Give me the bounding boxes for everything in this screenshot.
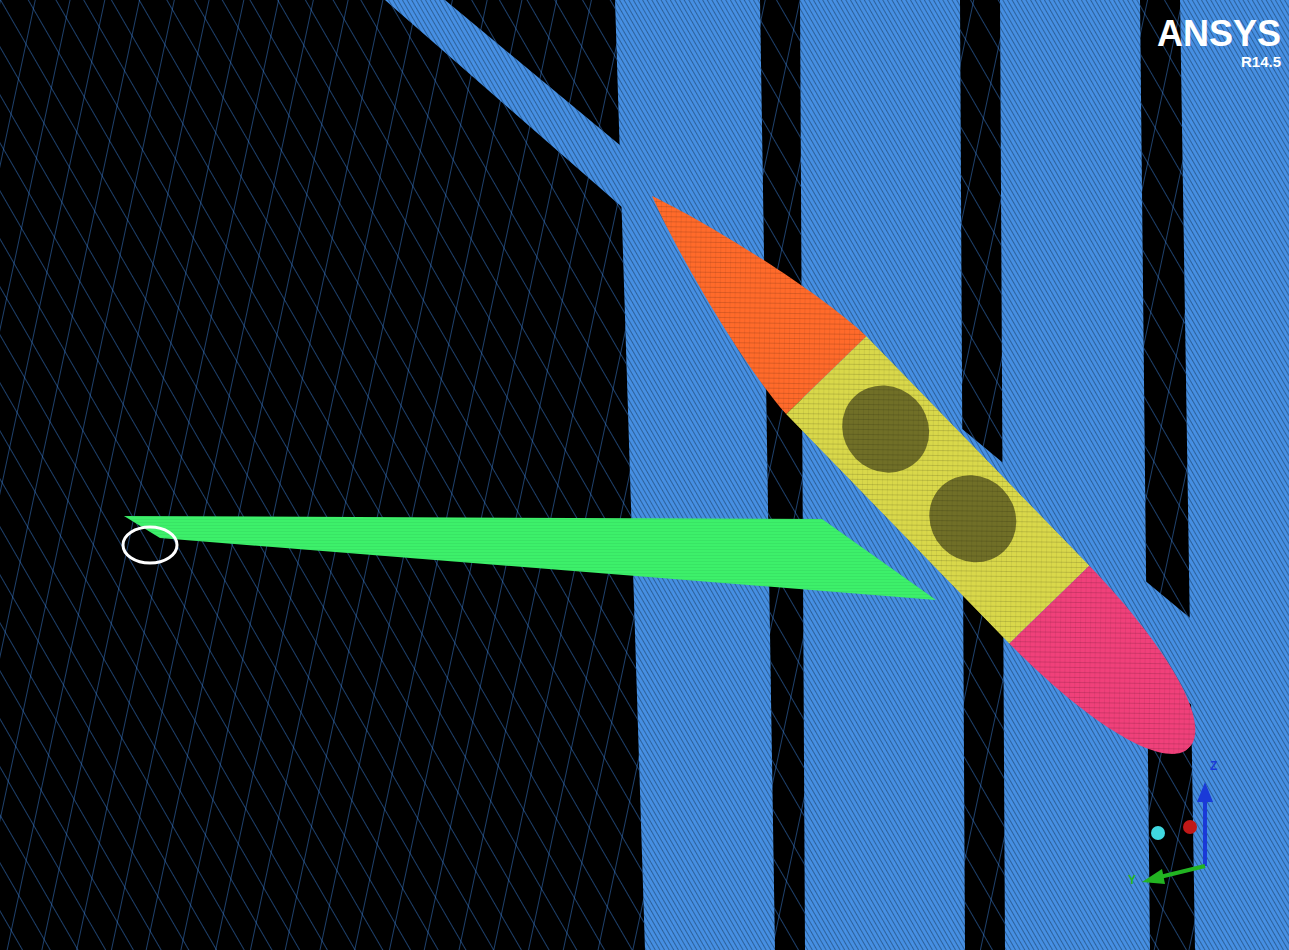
highlight-circle	[123, 527, 177, 563]
dense-mesh-bands	[385, 0, 1289, 950]
logo-text: ANSYS	[1157, 16, 1281, 52]
wing	[124, 516, 936, 600]
axis-label: Z	[1210, 760, 1217, 772]
axis-triad	[1142, 782, 1213, 884]
version-text: R14.5	[1241, 54, 1281, 69]
axis-label: Y	[1128, 874, 1136, 886]
fuselage	[609, 154, 1239, 797]
